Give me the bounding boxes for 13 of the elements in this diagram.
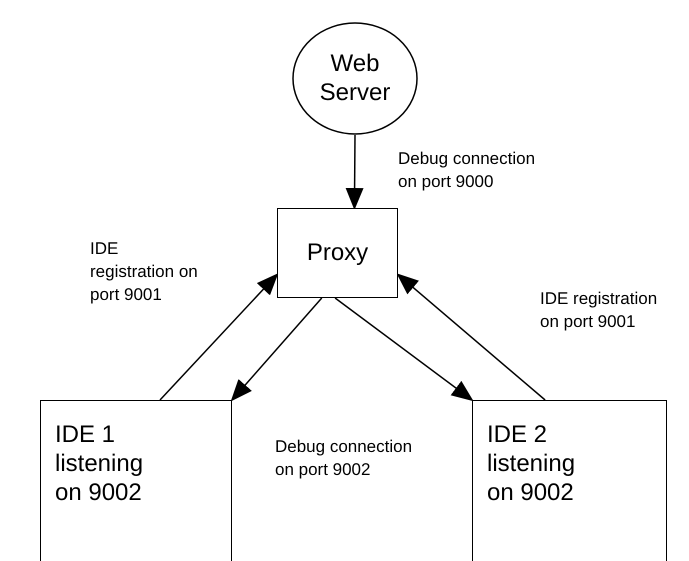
arrow <box>396 273 546 401</box>
node-label: Web Server <box>318 50 392 108</box>
arrow <box>159 273 278 401</box>
process-box <box>472 400 667 561</box>
arrow <box>334 297 474 402</box>
arrow <box>346 135 364 210</box>
node-label: Proxy <box>306 238 368 268</box>
node-label: IDE 2 listening on 9002 <box>487 421 576 508</box>
process-box <box>277 208 398 298</box>
arrow <box>230 298 322 402</box>
node-label: IDE 1 listening on 9002 <box>55 421 144 508</box>
process-box <box>40 400 232 561</box>
server-ellipse <box>292 22 418 135</box>
